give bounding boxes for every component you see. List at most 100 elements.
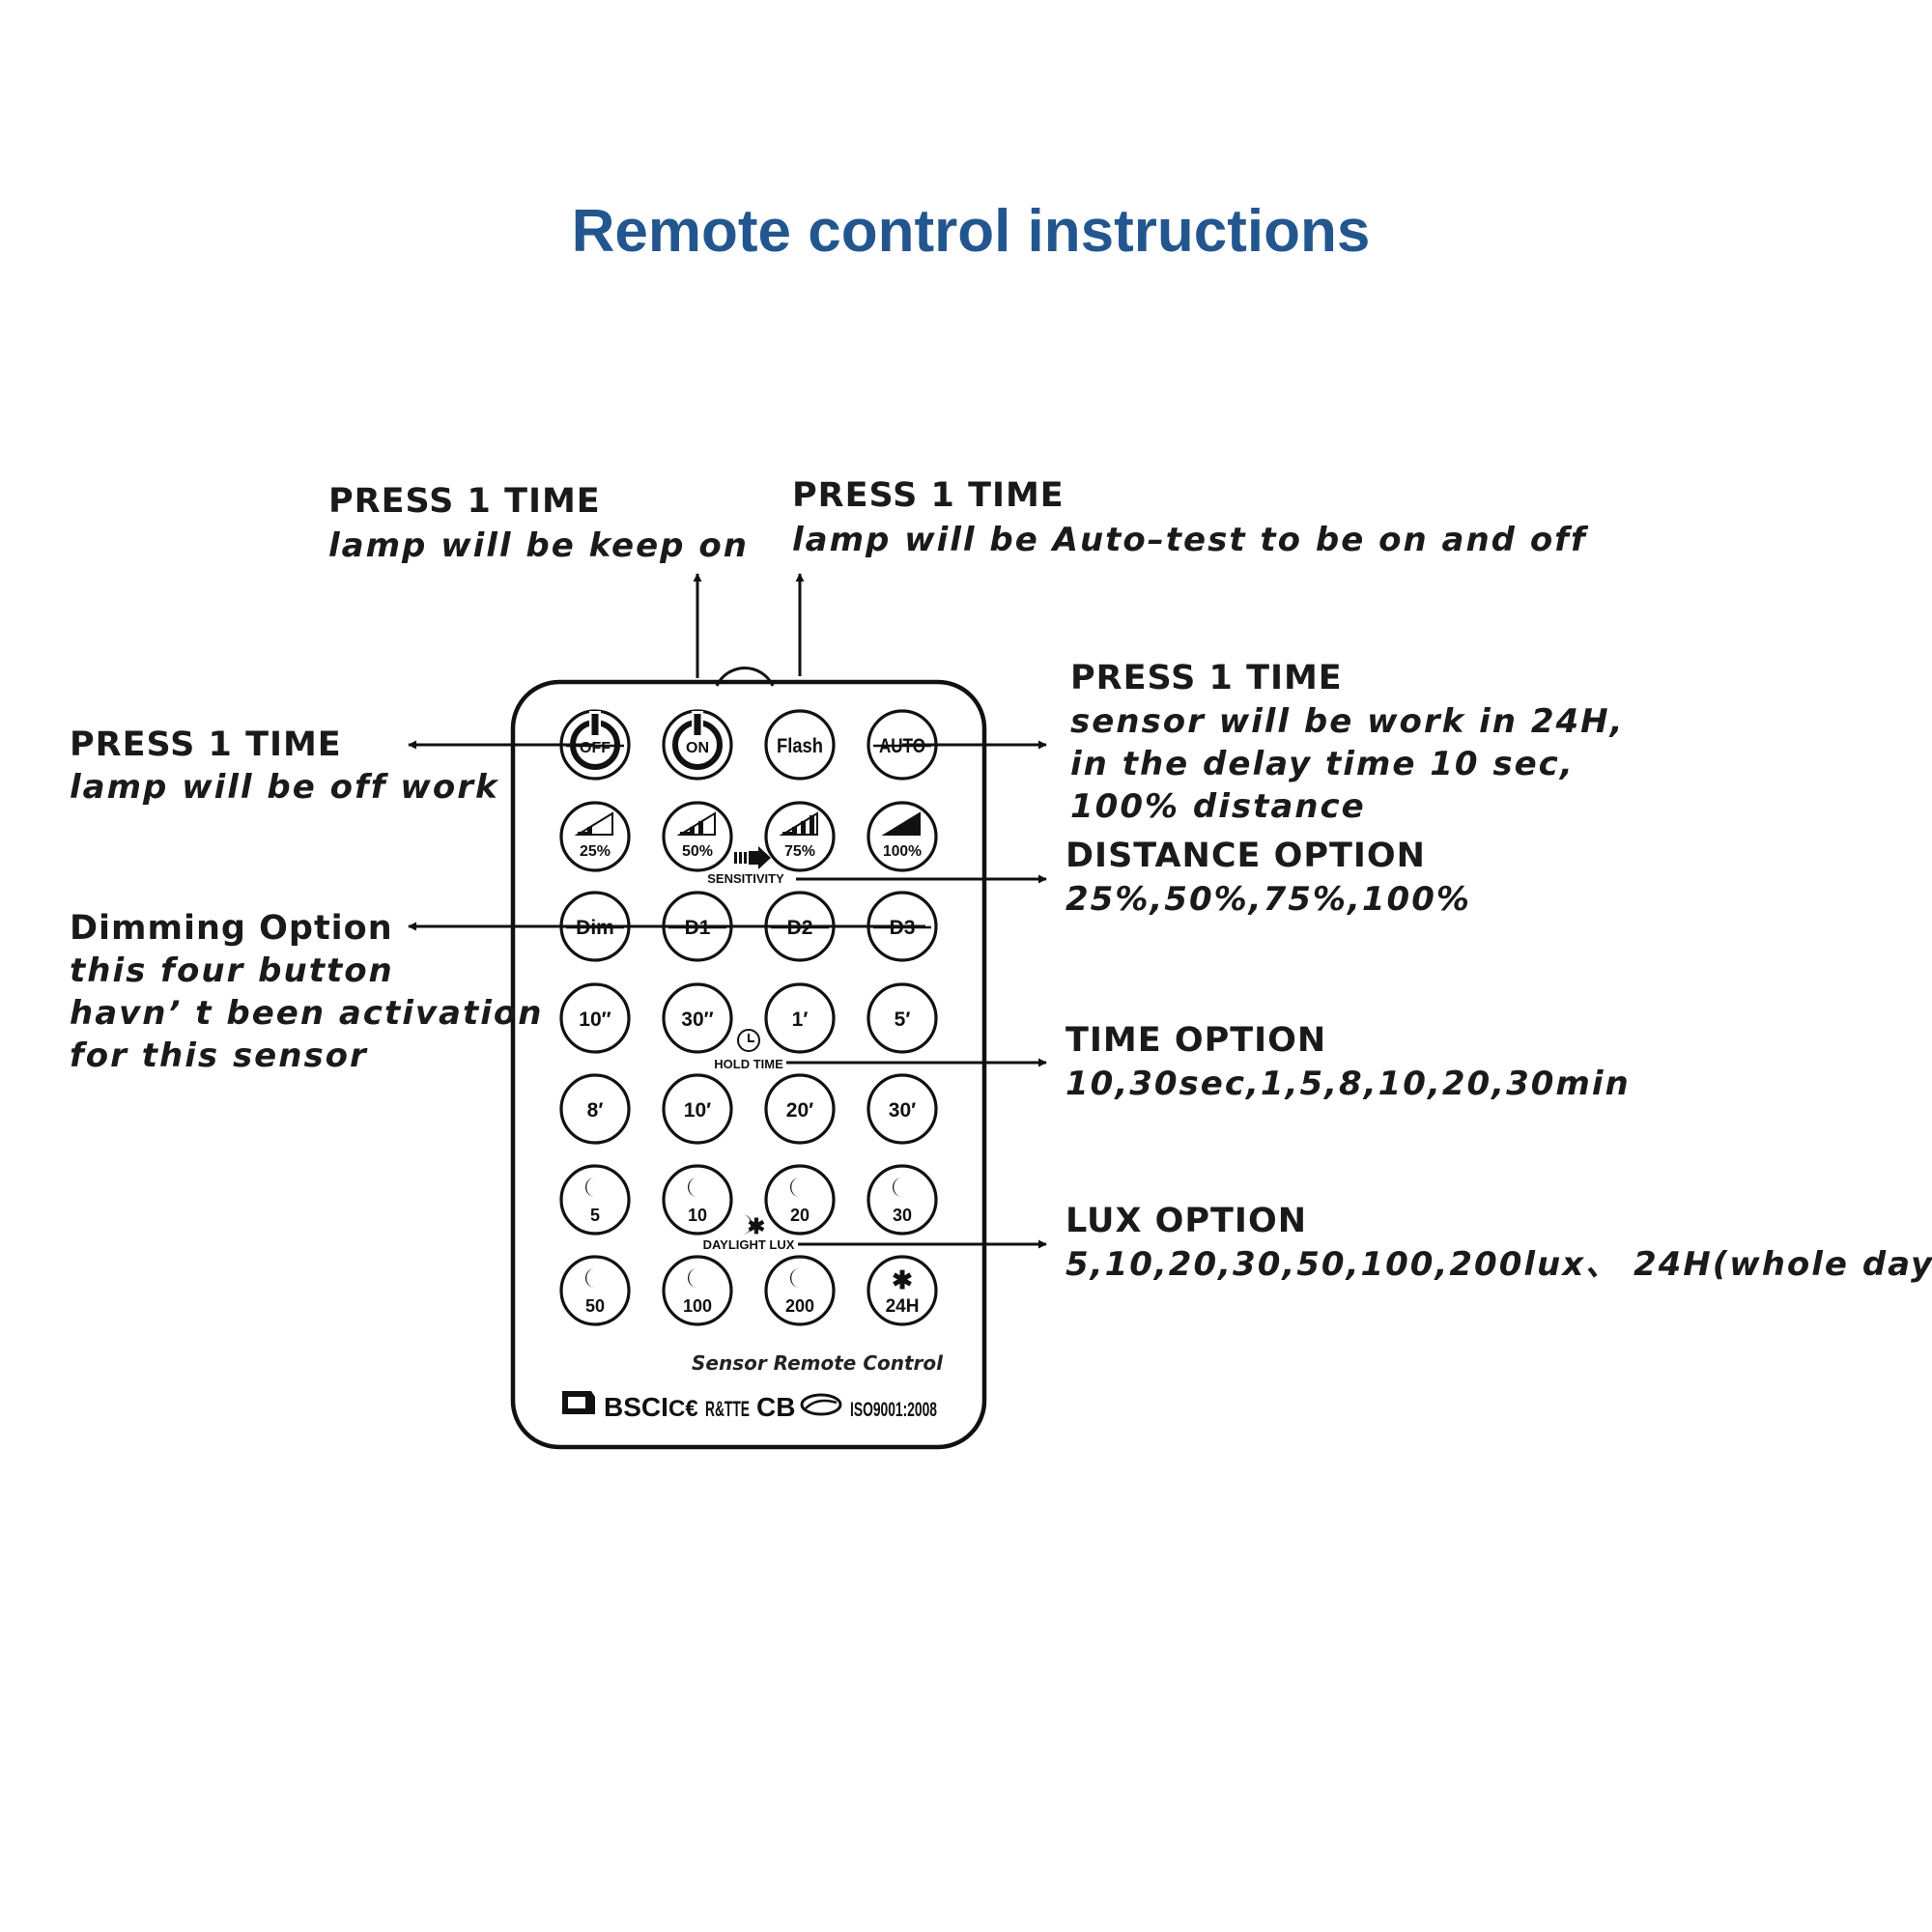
remote-button-6-2[interactable]: 200 bbox=[764, 1255, 836, 1326]
remote-button-1-3[interactable]: 100% bbox=[867, 801, 938, 872]
remote-button-3-1[interactable]: 30″ bbox=[662, 982, 733, 1054]
remote-button-4-0[interactable]: 8′ bbox=[559, 1073, 631, 1145]
remote-button-4-1[interactable]: 10′ bbox=[662, 1073, 733, 1145]
button-label-off: OFF bbox=[580, 740, 611, 756]
signal-base bbox=[578, 832, 587, 835]
button-outline[interactable] bbox=[764, 801, 836, 872]
remote-body bbox=[510, 679, 987, 1450]
remote-button-6-0[interactable]: 50 bbox=[559, 1255, 631, 1326]
button-label-20: 20 bbox=[790, 1206, 810, 1225]
remote-button-4-3[interactable]: 30′ bbox=[867, 1073, 938, 1145]
button-label-on: ON bbox=[686, 740, 709, 756]
annotation-distance-heading: DISTANCE OPTION bbox=[1065, 837, 1426, 875]
signal-base bbox=[680, 832, 690, 835]
button-outline[interactable] bbox=[764, 1073, 836, 1145]
cert-iso: ISO9001:2008 bbox=[850, 1399, 937, 1421]
button-label-100: 100% bbox=[883, 843, 922, 860]
signal-bar bbox=[690, 827, 695, 835]
signal-icon bbox=[881, 811, 921, 836]
button-outline[interactable] bbox=[867, 1073, 938, 1145]
annotation-dimming-heading: Dimming Option bbox=[70, 909, 393, 948]
sensitivity-label: SENSITIVITY bbox=[707, 871, 784, 886]
remote-button-1-2[interactable]: 75% bbox=[764, 801, 836, 872]
cert-bsci: BSCI bbox=[604, 1392, 668, 1422]
button-outline[interactable] bbox=[764, 709, 836, 781]
annotation-auto-line-2: in the delay time 10 sec, bbox=[1070, 745, 1575, 783]
annotation-auto-heading: PRESS 1 TIME bbox=[1070, 659, 1343, 697]
annotation-time-heading: TIME OPTION bbox=[1065, 1021, 1326, 1060]
remote-button-5-1[interactable]: 10 bbox=[662, 1164, 733, 1236]
signal-bar bbox=[810, 815, 814, 835]
button-label-1: 1′ bbox=[792, 1009, 809, 1031]
remote-button-6-1[interactable]: 100 bbox=[662, 1255, 733, 1326]
button-outline[interactable] bbox=[867, 1255, 938, 1326]
saa-logo-icon bbox=[800, 1393, 842, 1416]
remote-button-0-2[interactable]: Flash bbox=[764, 709, 836, 781]
button-outline[interactable] bbox=[764, 1255, 836, 1326]
remote-button-3-0[interactable]: 10″ bbox=[559, 982, 631, 1054]
remote-button-3-3[interactable]: 5′ bbox=[867, 982, 938, 1054]
annotation-auto-line-1: sensor will be work in 24H, bbox=[1070, 702, 1625, 741]
annotation-connectors bbox=[408, 573, 1047, 1249]
button-outline[interactable] bbox=[764, 982, 836, 1054]
remote-button-0-1[interactable]: ON bbox=[662, 709, 733, 781]
button-label-10: 10′ bbox=[684, 1099, 711, 1122]
annotation-dimming-line-2: havn’ t been activation bbox=[70, 994, 543, 1033]
button-outline[interactable] bbox=[662, 982, 733, 1054]
button-label-100: 100 bbox=[683, 1296, 712, 1316]
button-outline[interactable] bbox=[764, 1164, 836, 1236]
daylight-lux-mark: ✱ DAYLIGHT LUX bbox=[703, 1214, 795, 1252]
button-label-8: 8′ bbox=[587, 1099, 604, 1122]
remote-button-5-2[interactable]: 20 bbox=[764, 1164, 836, 1236]
button-label-5: 5′ bbox=[895, 1009, 911, 1031]
clock-icon bbox=[737, 1029, 760, 1052]
remote-button-1-0[interactable]: 25% bbox=[559, 801, 631, 872]
remote-button-6-3[interactable]: ✱24H bbox=[867, 1255, 938, 1326]
button-outline[interactable] bbox=[559, 1164, 631, 1236]
signal-bar bbox=[698, 821, 703, 835]
annotation-lux-heading: LUX OPTION bbox=[1065, 1202, 1307, 1240]
button-outline[interactable] bbox=[662, 801, 733, 872]
button-outline[interactable] bbox=[662, 1073, 733, 1145]
sun-icon: ✱ bbox=[748, 1214, 765, 1238]
annotation-dimming: Dimming Option this four button havn’ t … bbox=[70, 909, 543, 1075]
annotation-off: PRESS 1 TIME lamp will be off work bbox=[70, 725, 497, 807]
remote-button-5-3[interactable]: 30 bbox=[867, 1164, 938, 1236]
button-outline[interactable] bbox=[559, 1073, 631, 1145]
button-label-20: 20′ bbox=[786, 1099, 813, 1122]
power-icon-bar bbox=[591, 714, 599, 735]
cert-cb: CB bbox=[756, 1392, 795, 1422]
remote-button-4-2[interactable]: 20′ bbox=[764, 1073, 836, 1145]
annotation-flash-heading: PRESS 1 TIME bbox=[792, 476, 1065, 515]
button-outline[interactable] bbox=[559, 982, 631, 1054]
signal-icon bbox=[676, 811, 716, 836]
signal-base bbox=[782, 832, 792, 835]
button-outline[interactable] bbox=[662, 1255, 733, 1326]
cert-rtte: R&TTE bbox=[705, 1397, 750, 1421]
signal-bar bbox=[792, 827, 797, 835]
signal-icon bbox=[574, 811, 613, 836]
annotation-time: TIME OPTION 10,30sec,1,5,8,10,20,30min bbox=[1065, 1021, 1629, 1103]
button-outline[interactable] bbox=[867, 801, 938, 872]
button-label-flash: Flash bbox=[777, 735, 823, 757]
sensitivity-mark: SENSITIVITY bbox=[707, 846, 784, 886]
button-label-50: 50% bbox=[682, 843, 713, 860]
button-label-30: 30′ bbox=[889, 1099, 916, 1122]
button-outline[interactable] bbox=[867, 982, 938, 1054]
remote-button-5-0[interactable]: 5 bbox=[559, 1164, 631, 1236]
signal-bar bbox=[587, 827, 592, 835]
button-label-75: 75% bbox=[784, 843, 815, 860]
remote-button-3-2[interactable]: 1′ bbox=[764, 982, 836, 1054]
button-outline[interactable] bbox=[559, 1255, 631, 1326]
button-outline[interactable] bbox=[662, 1164, 733, 1236]
remote-hanging-loop bbox=[715, 667, 775, 687]
button-outline[interactable] bbox=[867, 1164, 938, 1236]
button-label-50: 50 bbox=[585, 1296, 605, 1316]
button-label-5: 5 bbox=[590, 1206, 600, 1225]
certification-row: BSCI C€ R&TTE CB ISO9001:2008 bbox=[562, 1391, 937, 1422]
button-outline[interactable] bbox=[559, 801, 631, 872]
remote-button-1-1[interactable]: 50% bbox=[662, 801, 733, 872]
